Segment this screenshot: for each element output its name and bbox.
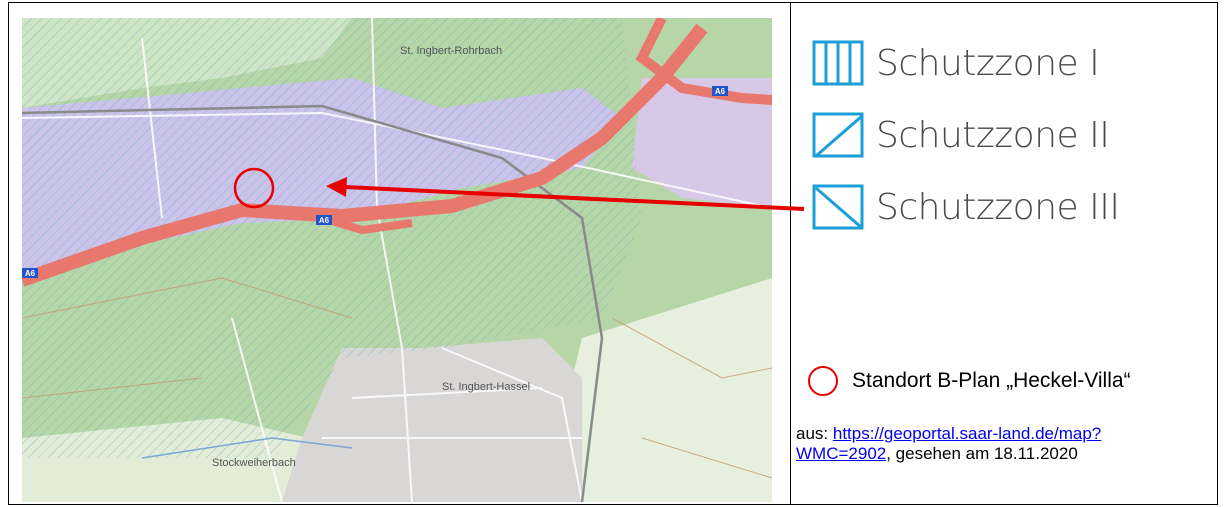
legend-item-zone2: Schutzzone II <box>812 110 1110 160</box>
legend-label-site: Standort B-Plan „Heckel-Villa“ <box>852 369 1131 392</box>
svg-text:A6: A6 <box>25 269 36 278</box>
legend-item-zone3: Schutzzone III <box>812 182 1120 232</box>
legend-label-zone2: Schutzzone II <box>876 114 1110 156</box>
source-note: aus: https://geoportal.saar-land.de/map?… <box>796 424 1126 464</box>
source-link[interactable]: https://geoportal.saar-land.de/map?WMC=2… <box>796 424 1102 463</box>
legend-label-zone3: Schutzzone III <box>876 186 1120 228</box>
motorway-a6 <box>22 18 772 287</box>
source-prefix: aus: <box>796 424 833 443</box>
svg-text:A6: A6 <box>715 87 726 96</box>
a6-shield-east: A6 <box>712 86 728 96</box>
zone-purple-east <box>632 78 772 208</box>
a6-shield-center: A6 <box>316 215 332 225</box>
red-circle-icon <box>808 366 838 396</box>
railway-line <box>22 104 604 502</box>
figure-frame <box>8 2 1218 505</box>
stream-line <box>141 437 353 459</box>
legend-label-zone1: Schutzzone I <box>876 42 1100 84</box>
minor-roads <box>22 18 772 502</box>
svg-text:A6: A6 <box>319 216 330 225</box>
tracks <box>22 277 772 479</box>
meadow-area-east <box>542 278 772 502</box>
legend-item-zone1: Schutzzone I <box>812 38 1100 88</box>
stream-label: Stockweiherbach <box>212 457 296 469</box>
diagonal-hatch-icon <box>812 112 864 158</box>
map-view[interactable]: A6 A6 A6 St. Ingbert-Rohrbach St. Ingber… <box>22 18 772 502</box>
vertical-hatch-icon <box>812 40 864 86</box>
back-diagonal-hatch-icon <box>812 184 864 230</box>
source-suffix: , gesehen am 18.11.2020 <box>886 444 1078 463</box>
legend-item-site: Standort B-Plan „Heckel-Villa“ <box>808 366 1131 396</box>
map-canvas: A6 A6 A6 St. Ingbert-Rohrbach St. Ingber… <box>22 18 772 502</box>
column-divider <box>790 2 791 505</box>
place-label-hassel: St. Ingbert-Hassel <box>442 381 530 393</box>
protection-zone-hatch <box>22 18 642 458</box>
urban-area-hassel <box>282 338 582 502</box>
site-marker-circle <box>233 167 275 209</box>
place-label-rohrbach: St. Ingbert-Rohrbach <box>400 45 502 57</box>
a6-shield-west: A6 <box>22 268 38 278</box>
